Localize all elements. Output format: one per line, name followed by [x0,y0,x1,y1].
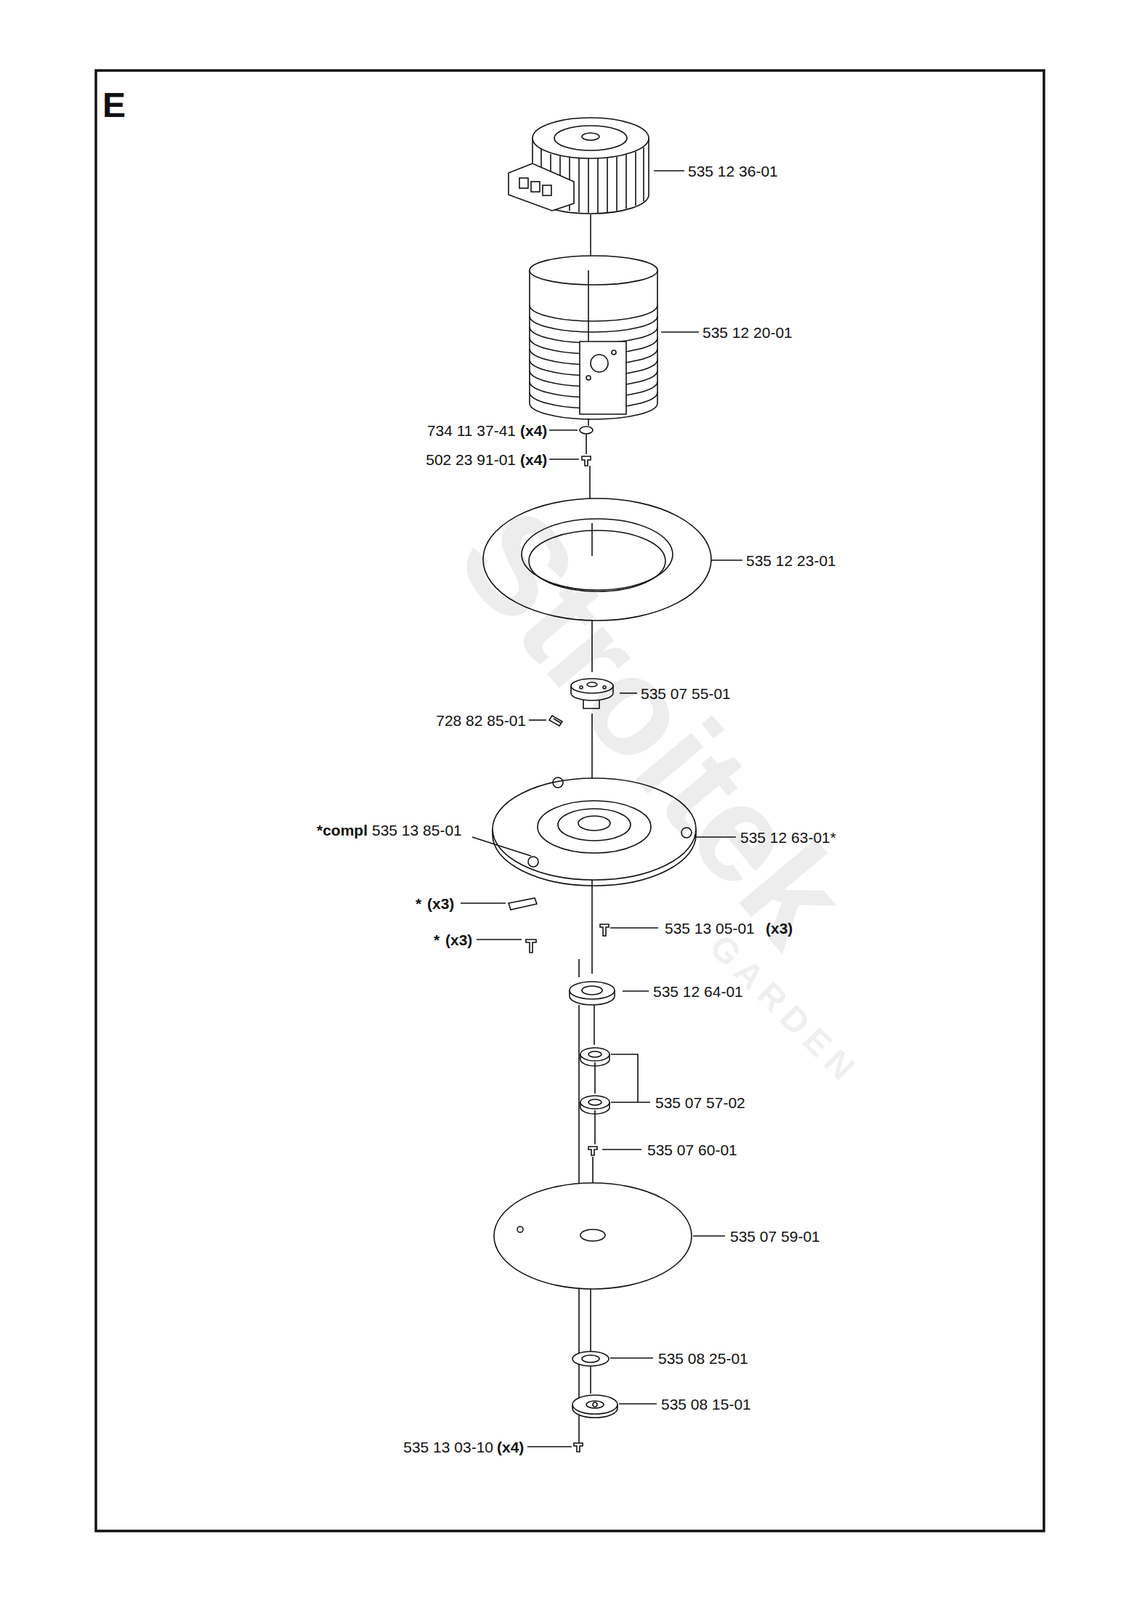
quantity-note: * [415,895,422,911]
quantity-note: * [433,932,440,948]
part-number: 535 08 15-01 [661,1396,752,1412]
part-number: 535 07 57-02 [655,1094,746,1111]
part-number: 734 11 37-41 [427,422,516,439]
quantity-note: (x4) [520,451,548,468]
section-letter: E [102,87,126,123]
quantity-note: (x4) [520,422,548,439]
part-number: 535 12 23-01 [746,552,837,569]
part-number: 535 12 20-01 [702,324,793,340]
quantity-note: (x4) [496,1439,524,1455]
watermark: GARDEN [703,928,866,1091]
part-number: 535 07 60-01 [647,1142,738,1158]
lower-disc [493,1182,726,1352]
housing-cylinder [529,255,699,426]
part-number: 535 12 36-01 [687,163,779,179]
quantity-note: (x3) [427,895,455,911]
part-number: 535 12 64-01 [653,983,744,999]
quantity-note: (x3) [445,932,473,948]
quantity-note: *compl [316,822,368,838]
motor [508,117,685,271]
part-number: 502 23 91-01 [425,451,516,468]
part-number: 535 13 03-10 [403,1439,494,1455]
part-number: 535 13 85-01 [371,822,463,838]
part-number: 535 07 59-01 [730,1228,821,1244]
part-number: 535 08 25-01 [658,1350,749,1366]
part-number: 728 82 85-01 [435,712,526,728]
